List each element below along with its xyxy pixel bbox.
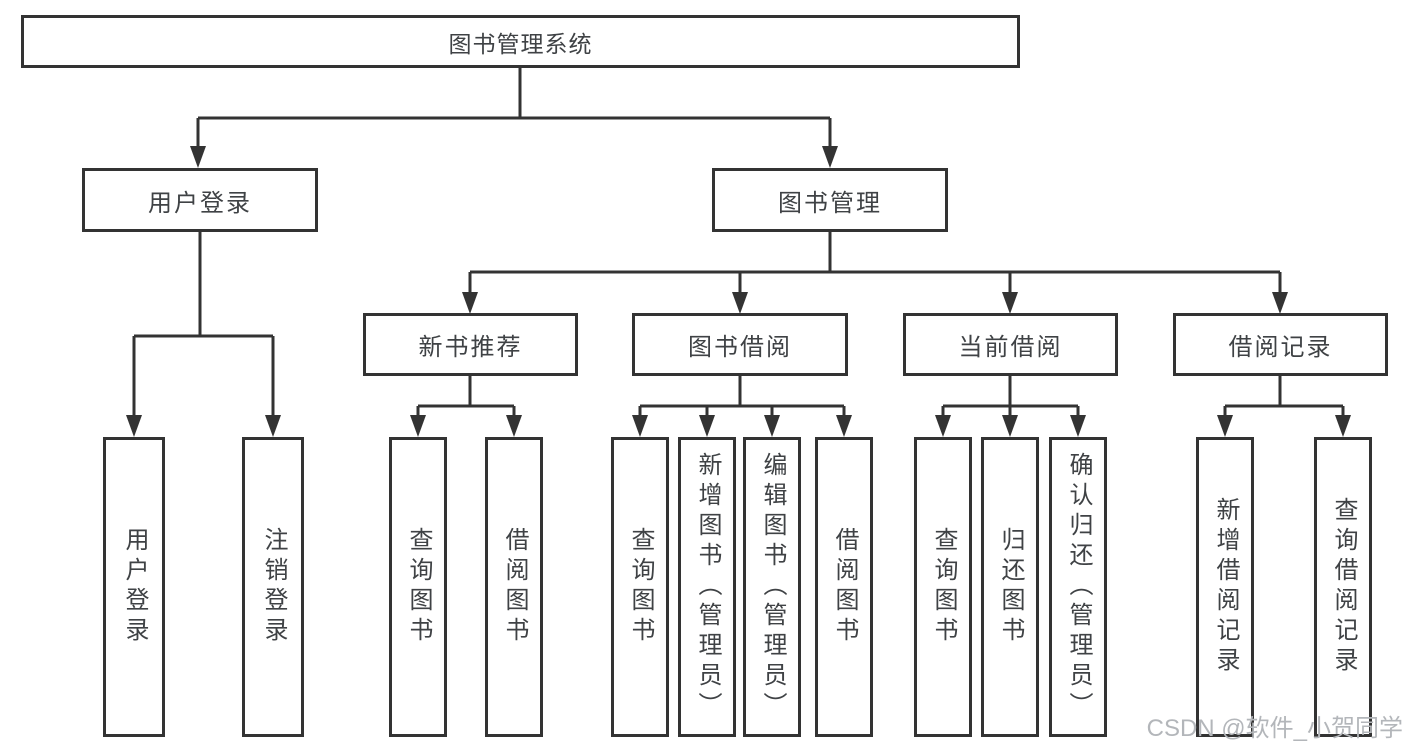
connector-records-to-leaves [1217, 376, 1351, 437]
leaf-newbooks-query-label: 查询图书 [405, 527, 432, 647]
leaf-borrow-book: 借阅图书 [815, 437, 873, 737]
leaf-logout-label: 注销登录 [260, 527, 287, 647]
leaf-logout: 注销登录 [242, 437, 304, 737]
leaf-record-add: 新增借阅记录 [1196, 437, 1254, 737]
node-library-system: 图书管理系统 [21, 15, 1020, 68]
connector-bookborrow-to-leaves [632, 376, 852, 437]
leaf-borrow-query-label: 查询图书 [627, 527, 654, 647]
node-new-book-recommend: 新书推荐 [363, 313, 578, 376]
leaf-borrow-edit-admin-label: 编辑图书（管理员） [759, 452, 786, 722]
leaf-current-confirm-admin: 确认归还（管理员） [1049, 437, 1107, 737]
leaf-current-query: 查询图书 [914, 437, 972, 737]
leaf-borrow-edit-admin: 编辑图书（管理员） [743, 437, 801, 737]
node-user-login: 用户登录 [82, 168, 318, 232]
leaf-record-query: 查询借阅记录 [1314, 437, 1372, 737]
leaf-newbooks-borrow-label: 借阅图书 [501, 527, 528, 647]
leaf-current-return: 归还图书 [981, 437, 1039, 737]
connector-root-to-level2 [190, 68, 838, 168]
connector-userlogin-to-leaves [126, 232, 281, 437]
leaf-borrow-add-admin-label: 新增图书（管理员） [694, 452, 721, 722]
node-book-management: 图书管理 [712, 168, 948, 232]
leaf-current-query-label: 查询图书 [930, 527, 957, 647]
leaf-record-query-label: 查询借阅记录 [1330, 497, 1357, 677]
leaf-record-add-label: 新增借阅记录 [1212, 497, 1239, 677]
leaf-current-confirm-admin-label: 确认归还（管理员） [1065, 452, 1092, 722]
leaf-newbooks-borrow: 借阅图书 [485, 437, 543, 737]
connector-currentborrow-to-leaves [935, 376, 1086, 437]
leaf-user-login: 用户登录 [103, 437, 165, 737]
leaf-user-login-label: 用户登录 [121, 527, 148, 647]
leaf-borrow-query: 查询图书 [611, 437, 669, 737]
leaf-borrow-book-label: 借阅图书 [831, 527, 858, 647]
csdn-watermark: CSDN @软件_小贺同学 [1146, 715, 1403, 742]
connector-newbooks-to-leaves [410, 376, 522, 437]
node-current-borrow: 当前借阅 [903, 313, 1118, 376]
leaf-current-return-label: 归还图书 [997, 527, 1024, 647]
leaf-newbooks-query: 查询图书 [389, 437, 447, 737]
node-borrow-records: 借阅记录 [1173, 313, 1388, 376]
leaf-borrow-add-admin: 新增图书（管理员） [678, 437, 736, 737]
connector-bookmgmt-to-level3 [462, 232, 1288, 314]
node-book-borrow: 图书借阅 [632, 313, 848, 376]
